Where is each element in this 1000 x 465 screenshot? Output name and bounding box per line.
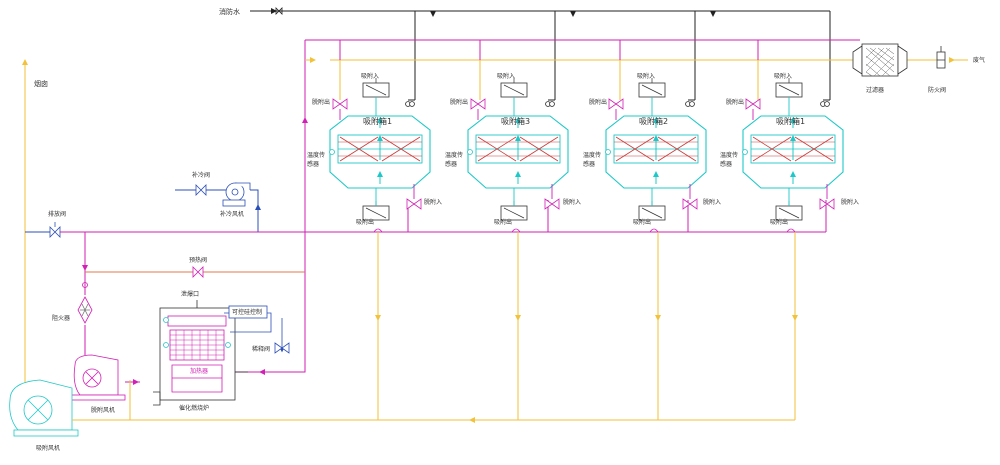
temp-sensor-label: 感器: [307, 160, 319, 168]
flame-arrester-label: 阻火器: [52, 314, 70, 322]
carbon-bed: [339, 136, 421, 162]
makeup-fan-label: 补冷风机: [220, 210, 244, 218]
adsorption-yellow-lines: [72, 60, 796, 421]
adsorption-box-4: [742, 78, 844, 233]
chimney-label: 烟囱: [34, 79, 48, 88]
desorb-out-label: 脱附出: [726, 98, 744, 106]
adsorb-in-label: 吸附入: [361, 72, 379, 80]
adsorb-in-damper-blade: [641, 78, 663, 96]
desorb-in-valve: [682, 198, 698, 210]
catalytic-combustor: [153, 300, 248, 406]
desorb-in-label: 脱附入: [703, 198, 721, 206]
desorption-lines: [60, 40, 827, 383]
temp-sensor-label: 感器: [583, 160, 595, 168]
adsorption-box-2: [467, 78, 569, 233]
adsorb-in-label: 吸附入: [497, 72, 515, 80]
adsorb-out-label: 吸附出: [633, 218, 651, 226]
fire-damper: [936, 46, 946, 69]
desorb-in-label: 脱附入: [563, 198, 581, 206]
desorb-out-valve: [470, 98, 486, 110]
desorb-in-label: 脱附入: [424, 198, 442, 206]
temp-sensor-label: 温度传: [307, 151, 325, 159]
desorb-out-valve: [745, 98, 761, 110]
heater-label: 加热器: [190, 367, 208, 375]
combustor-label: 催化燃烧炉: [179, 404, 209, 412]
box-labels: 吸附箱1 吸附箱3 吸附箱2 吸附箱1 吸附入 吸附入 吸附入 吸附入 脱附出 …: [307, 72, 859, 226]
adsorb-in-damper-blade: [778, 78, 800, 96]
adsorb-out-label: 吸附出: [494, 218, 512, 226]
fire-damper-label: 防火阀: [928, 86, 946, 94]
temp-sensor-port: [329, 149, 335, 155]
carbon-bed: [752, 136, 834, 162]
box-title: 吸附箱3: [501, 116, 530, 126]
adsorb-out-label: 吸附出: [770, 218, 788, 226]
dilution-valve: [274, 342, 290, 354]
box-title: 吸附箱1: [363, 116, 392, 126]
makeup-valve: [195, 184, 207, 196]
exhaust-valve: [49, 222, 61, 238]
desorb-in-valve: [406, 198, 422, 210]
temp-sensor-label: 温度传: [583, 151, 601, 159]
temp-sensor-label: 温度传: [720, 151, 738, 159]
carbon-bed: [615, 136, 697, 162]
line-crossing: [511, 228, 521, 233]
dilution-valve-label: 稀释阀: [252, 345, 270, 353]
temp-sensor-label: 感器: [720, 160, 732, 168]
line-crossing: [649, 228, 659, 233]
plc-label: 可控硅控制: [232, 308, 262, 316]
fire-water-down-arrows: [430, 11, 716, 17]
box-title: 吸附箱2: [639, 116, 668, 126]
filter-unit: [852, 43, 908, 77]
temp-sensor-label: 感器: [445, 160, 457, 168]
line-crossing: [373, 228, 383, 233]
temp-sensor-port: [605, 149, 611, 155]
adsorb-in-damper-blade: [365, 78, 387, 96]
temp-sensor-port: [467, 149, 473, 155]
adsorb-out-label: 吸附出: [356, 218, 374, 226]
adsorption-fan: [9, 379, 79, 437]
filter-label: 过滤器: [866, 86, 884, 94]
desorb-out-valve: [608, 98, 624, 110]
desorb-out-label: 脱附出: [589, 98, 607, 106]
line-crossing: [786, 228, 796, 233]
makeup-valve-label: 补冷阀: [192, 171, 210, 179]
box-title: 吸附箱1: [776, 116, 805, 126]
combustor-ports: [163, 317, 231, 348]
plc-wire: [224, 312, 272, 333]
adsorb-in-label: 吸附入: [774, 72, 792, 80]
adsorb-in-label: 吸附入: [637, 72, 655, 80]
desorb-in-valve: [544, 198, 560, 210]
desorb-out-label: 脱附出: [450, 98, 468, 106]
preheat-valve-label: 预热阀: [189, 256, 207, 264]
adsorption-fan-label: 吸附风机: [36, 444, 60, 452]
explosion-vent-label: 泄爆口: [181, 290, 199, 298]
fire-water-label: 消防水: [219, 7, 240, 16]
desorb-in-valve: [819, 198, 835, 210]
adsorption-yellow-arrows: [305, 57, 798, 423]
temp-sensor-port: [742, 149, 748, 155]
adsorption-box-3: [605, 78, 707, 233]
plc-box: [228, 305, 268, 319]
desorb-out-label: 脱附出: [312, 98, 330, 106]
exhaust-valve-label: 排放阀: [48, 210, 66, 218]
desorption-fan-label: 脱附风机: [91, 406, 115, 414]
adsorb-in-damper-blade: [503, 78, 525, 96]
fire-water-valves: [405, 101, 830, 107]
fire-water-valve: [275, 7, 283, 15]
adsorption-box-1: [329, 78, 431, 233]
carbon-bed: [477, 136, 559, 162]
desorb-in-label: 脱附入: [841, 198, 859, 206]
makeup-fan: [222, 182, 251, 207]
temp-sensor-label: 温度传: [445, 151, 463, 159]
arrester-gauge: [82, 282, 88, 288]
desorb-out-valve: [332, 98, 348, 110]
desorption-fan: [69, 354, 126, 401]
exhaust-label: 废气: [973, 56, 985, 64]
fire-water-lines: [250, 10, 831, 101]
flame-arrester: [77, 296, 93, 324]
preheat-valve: [192, 266, 204, 278]
